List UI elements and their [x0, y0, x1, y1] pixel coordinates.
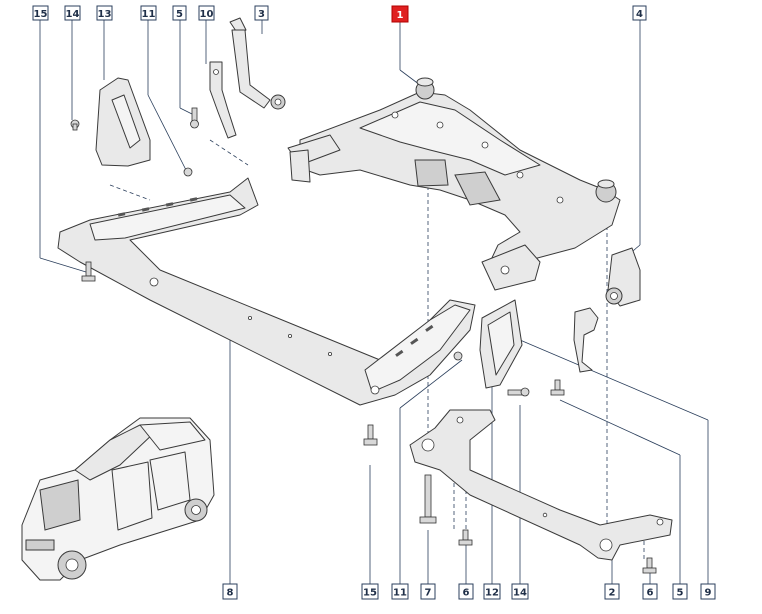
bolts	[70, 107, 657, 574]
callout-10-top[interactable]: 10	[198, 5, 215, 21]
svg-text:10: 10	[200, 9, 214, 20]
callout-11-bottom[interactable]: 11	[391, 583, 409, 600]
bracket-12	[479, 299, 523, 389]
nut-11-top	[183, 167, 193, 177]
callout-6-bottom[interactable]: 6	[458, 583, 474, 600]
svg-text:7: 7	[425, 588, 432, 599]
bolt-5-top	[190, 107, 199, 129]
callout-6-bottom-right[interactable]: 6	[642, 583, 658, 600]
callout-9-bottom[interactable]: 9	[700, 583, 716, 600]
bolt-14-top	[70, 119, 80, 131]
callout-7-bottom[interactable]: 7	[420, 583, 436, 600]
svg-text:4: 4	[636, 9, 643, 20]
callout-3-top[interactable]: 3	[254, 5, 269, 21]
stabilizer-link	[229, 17, 286, 110]
mount-4	[605, 247, 641, 307]
nut-11-mid	[453, 351, 463, 361]
bracket-13	[95, 77, 151, 167]
svg-text:5: 5	[176, 9, 183, 20]
svg-text:15: 15	[363, 588, 377, 599]
bolt-14-bottom	[507, 387, 530, 397]
bracket-9	[573, 307, 599, 373]
svg-text:1: 1	[397, 10, 404, 21]
leader-lines	[39, 20, 709, 584]
svg-text:14: 14	[66, 9, 80, 20]
callout-15-bottom[interactable]: 15	[361, 583, 379, 600]
callout-8-bottom[interactable]: 8	[222, 583, 238, 600]
callout-12-bottom[interactable]: 12	[483, 583, 501, 600]
svg-text:3: 3	[258, 9, 265, 20]
svg-text:2: 2	[609, 588, 616, 599]
svg-text:14: 14	[513, 588, 527, 599]
lower-plate	[409, 409, 673, 561]
svg-text:8: 8	[227, 588, 234, 599]
callout-5-top[interactable]: 5	[172, 5, 187, 21]
vehicle-locator-image	[21, 417, 215, 581]
bolt-7	[419, 474, 437, 524]
svg-text:6: 6	[647, 588, 654, 599]
callout-1-top[interactable]: 1	[391, 5, 409, 23]
svg-text:11: 11	[393, 588, 407, 599]
svg-text:11: 11	[142, 9, 156, 20]
svg-text:6: 6	[463, 588, 470, 599]
svg-text:13: 13	[98, 9, 112, 20]
callout-2-bottom[interactable]: 2	[604, 583, 620, 600]
bolt-15-bottom	[363, 424, 378, 446]
bolt-15-left	[81, 261, 96, 282]
bolt-5-bottom	[550, 379, 565, 396]
bolt-6	[458, 529, 473, 546]
svg-text:9: 9	[705, 588, 712, 599]
bracket-10	[209, 61, 237, 139]
callout-13-top[interactable]: 13	[96, 5, 113, 21]
svg-text:15: 15	[34, 9, 48, 20]
callout-15-top[interactable]: 15	[32, 5, 49, 21]
svg-text:5: 5	[677, 588, 684, 599]
bolt-6-right	[642, 557, 657, 574]
callout-14-bottom[interactable]: 14	[511, 583, 529, 600]
callout-5-bottom[interactable]: 5	[672, 583, 688, 600]
callout-14-top[interactable]: 14	[64, 5, 81, 21]
front-subframe	[287, 77, 621, 291]
svg-text:12: 12	[485, 588, 499, 599]
lower-crossmember	[57, 177, 476, 406]
callout-11-top[interactable]: 11	[140, 5, 157, 21]
callout-4-top[interactable]: 4	[632, 5, 647, 21]
